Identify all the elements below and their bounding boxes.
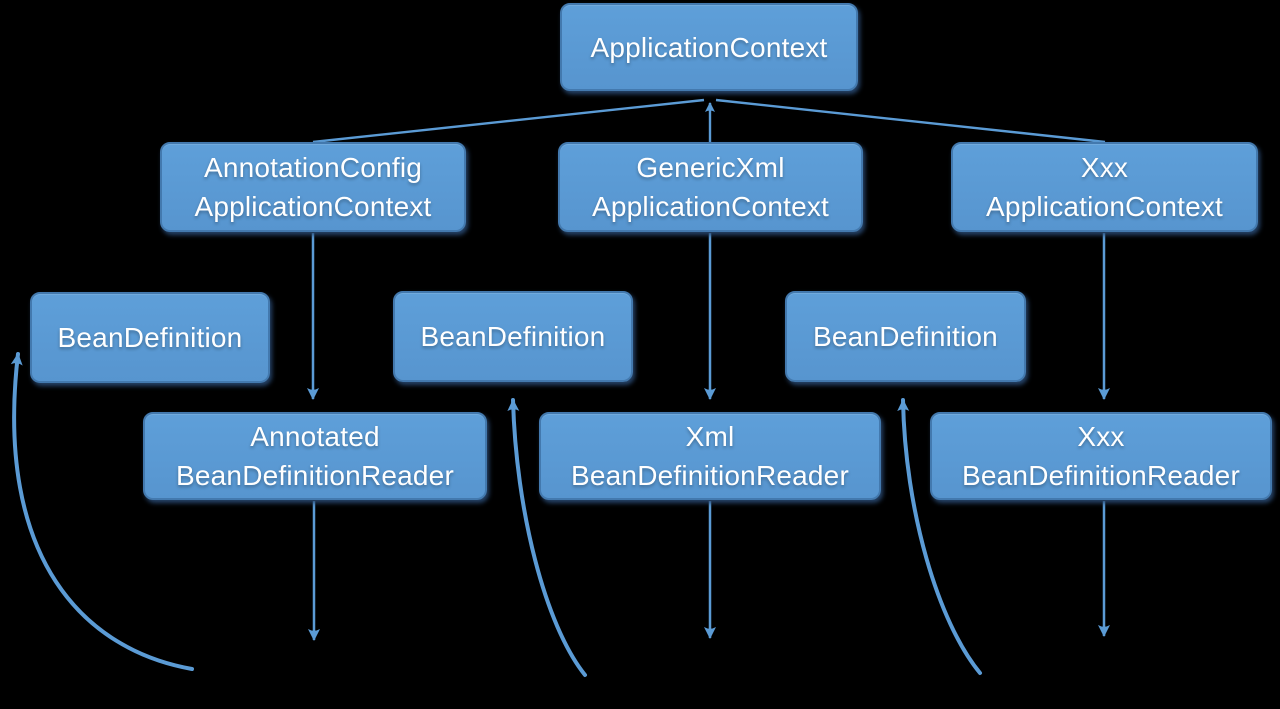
node-label: Xml (685, 421, 735, 452)
node-label: BeanDefinitionReader (571, 460, 849, 491)
node-label: GenericXml (636, 152, 785, 183)
node-label: Xxx (1080, 152, 1129, 183)
node-label: Annotated (250, 421, 380, 452)
node-xxx-bean-definition-reader: Xxx BeanDefinitionReader (930, 412, 1272, 500)
node-label: BeanDefinition (420, 321, 606, 352)
node-label: BeanDefinition (57, 322, 243, 353)
connector-annotationconfig-to-applicationcontext (312, 98, 705, 144)
node-bean-definition-right: BeanDefinition (785, 291, 1026, 382)
node-xml-bean-definition-reader: Xml BeanDefinitionReader (539, 412, 881, 500)
node-label: BeanDefinitionReader (176, 460, 454, 491)
node-application-context: ApplicationContext (560, 3, 858, 91)
node-label: Xxx (1077, 421, 1125, 452)
node-label: ApplicationContext (194, 191, 432, 222)
node-label: ApplicationContext (590, 31, 828, 63)
node-label: ApplicationContext (591, 191, 830, 222)
node-label: AnnotationConfig (203, 152, 423, 183)
connector-xxxcontext-to-applicationcontext (715, 98, 1106, 144)
node-bean-definition-middle: BeanDefinition (393, 291, 633, 382)
node-annotation-config-application-context: AnnotationConfig ApplicationContext (160, 142, 466, 232)
node-generic-xml-application-context: GenericXml ApplicationContext (558, 142, 863, 232)
node-label: ApplicationContext (985, 191, 1224, 222)
node-bean-definition-left: BeanDefinition (30, 292, 270, 383)
node-annotated-bean-definition-reader: Annotated BeanDefinitionReader (143, 412, 487, 500)
node-label: BeanDefinition (813, 321, 998, 352)
connector-curve-to-beandefinition-left (10, 352, 194, 671)
node-label: BeanDefinitionReader (962, 460, 1240, 491)
node-xxx-application-context: Xxx ApplicationContext (951, 142, 1258, 232)
